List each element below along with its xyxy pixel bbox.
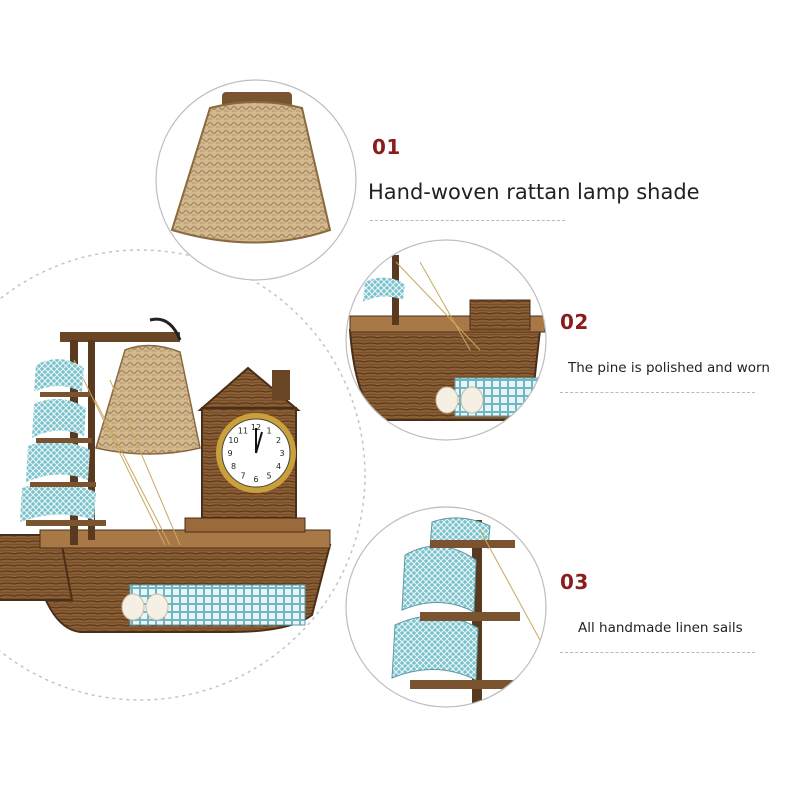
clock-numeral: 2	[276, 436, 281, 445]
feature-number-02: 02	[560, 310, 589, 334]
detail-circle-sails	[345, 506, 547, 708]
clock-numeral: 3	[279, 449, 284, 458]
divider	[560, 652, 755, 653]
feature-number-03: 03	[560, 570, 589, 594]
feature-title-linen-sails: All handmade linen sails	[578, 620, 743, 636]
feature-number-01: 01	[372, 135, 401, 159]
clock-numeral: 6	[253, 475, 258, 484]
clock-numeral: 5	[266, 472, 271, 481]
divider	[370, 220, 565, 221]
clock-numeral: 1	[266, 427, 271, 436]
detail-circle-wood-hull	[345, 239, 547, 441]
detail-circle-lamp-shade	[155, 79, 357, 281]
clock-numeral: 12	[251, 423, 261, 432]
divider	[560, 392, 755, 393]
clock-numeral: 4	[276, 462, 281, 471]
clock-numeral: 9	[227, 449, 232, 458]
clock-numeral: 7	[240, 472, 245, 481]
clock-numeral: 8	[231, 462, 236, 471]
clock-numeral: 11	[238, 427, 248, 436]
clock-numeral: 10	[228, 436, 238, 445]
sail-icon	[20, 359, 96, 522]
feature-title-pine-hull: The pine is polished and worn	[568, 360, 770, 376]
feature-title-lamp-shade: Hand-woven rattan lamp shade	[368, 180, 700, 204]
